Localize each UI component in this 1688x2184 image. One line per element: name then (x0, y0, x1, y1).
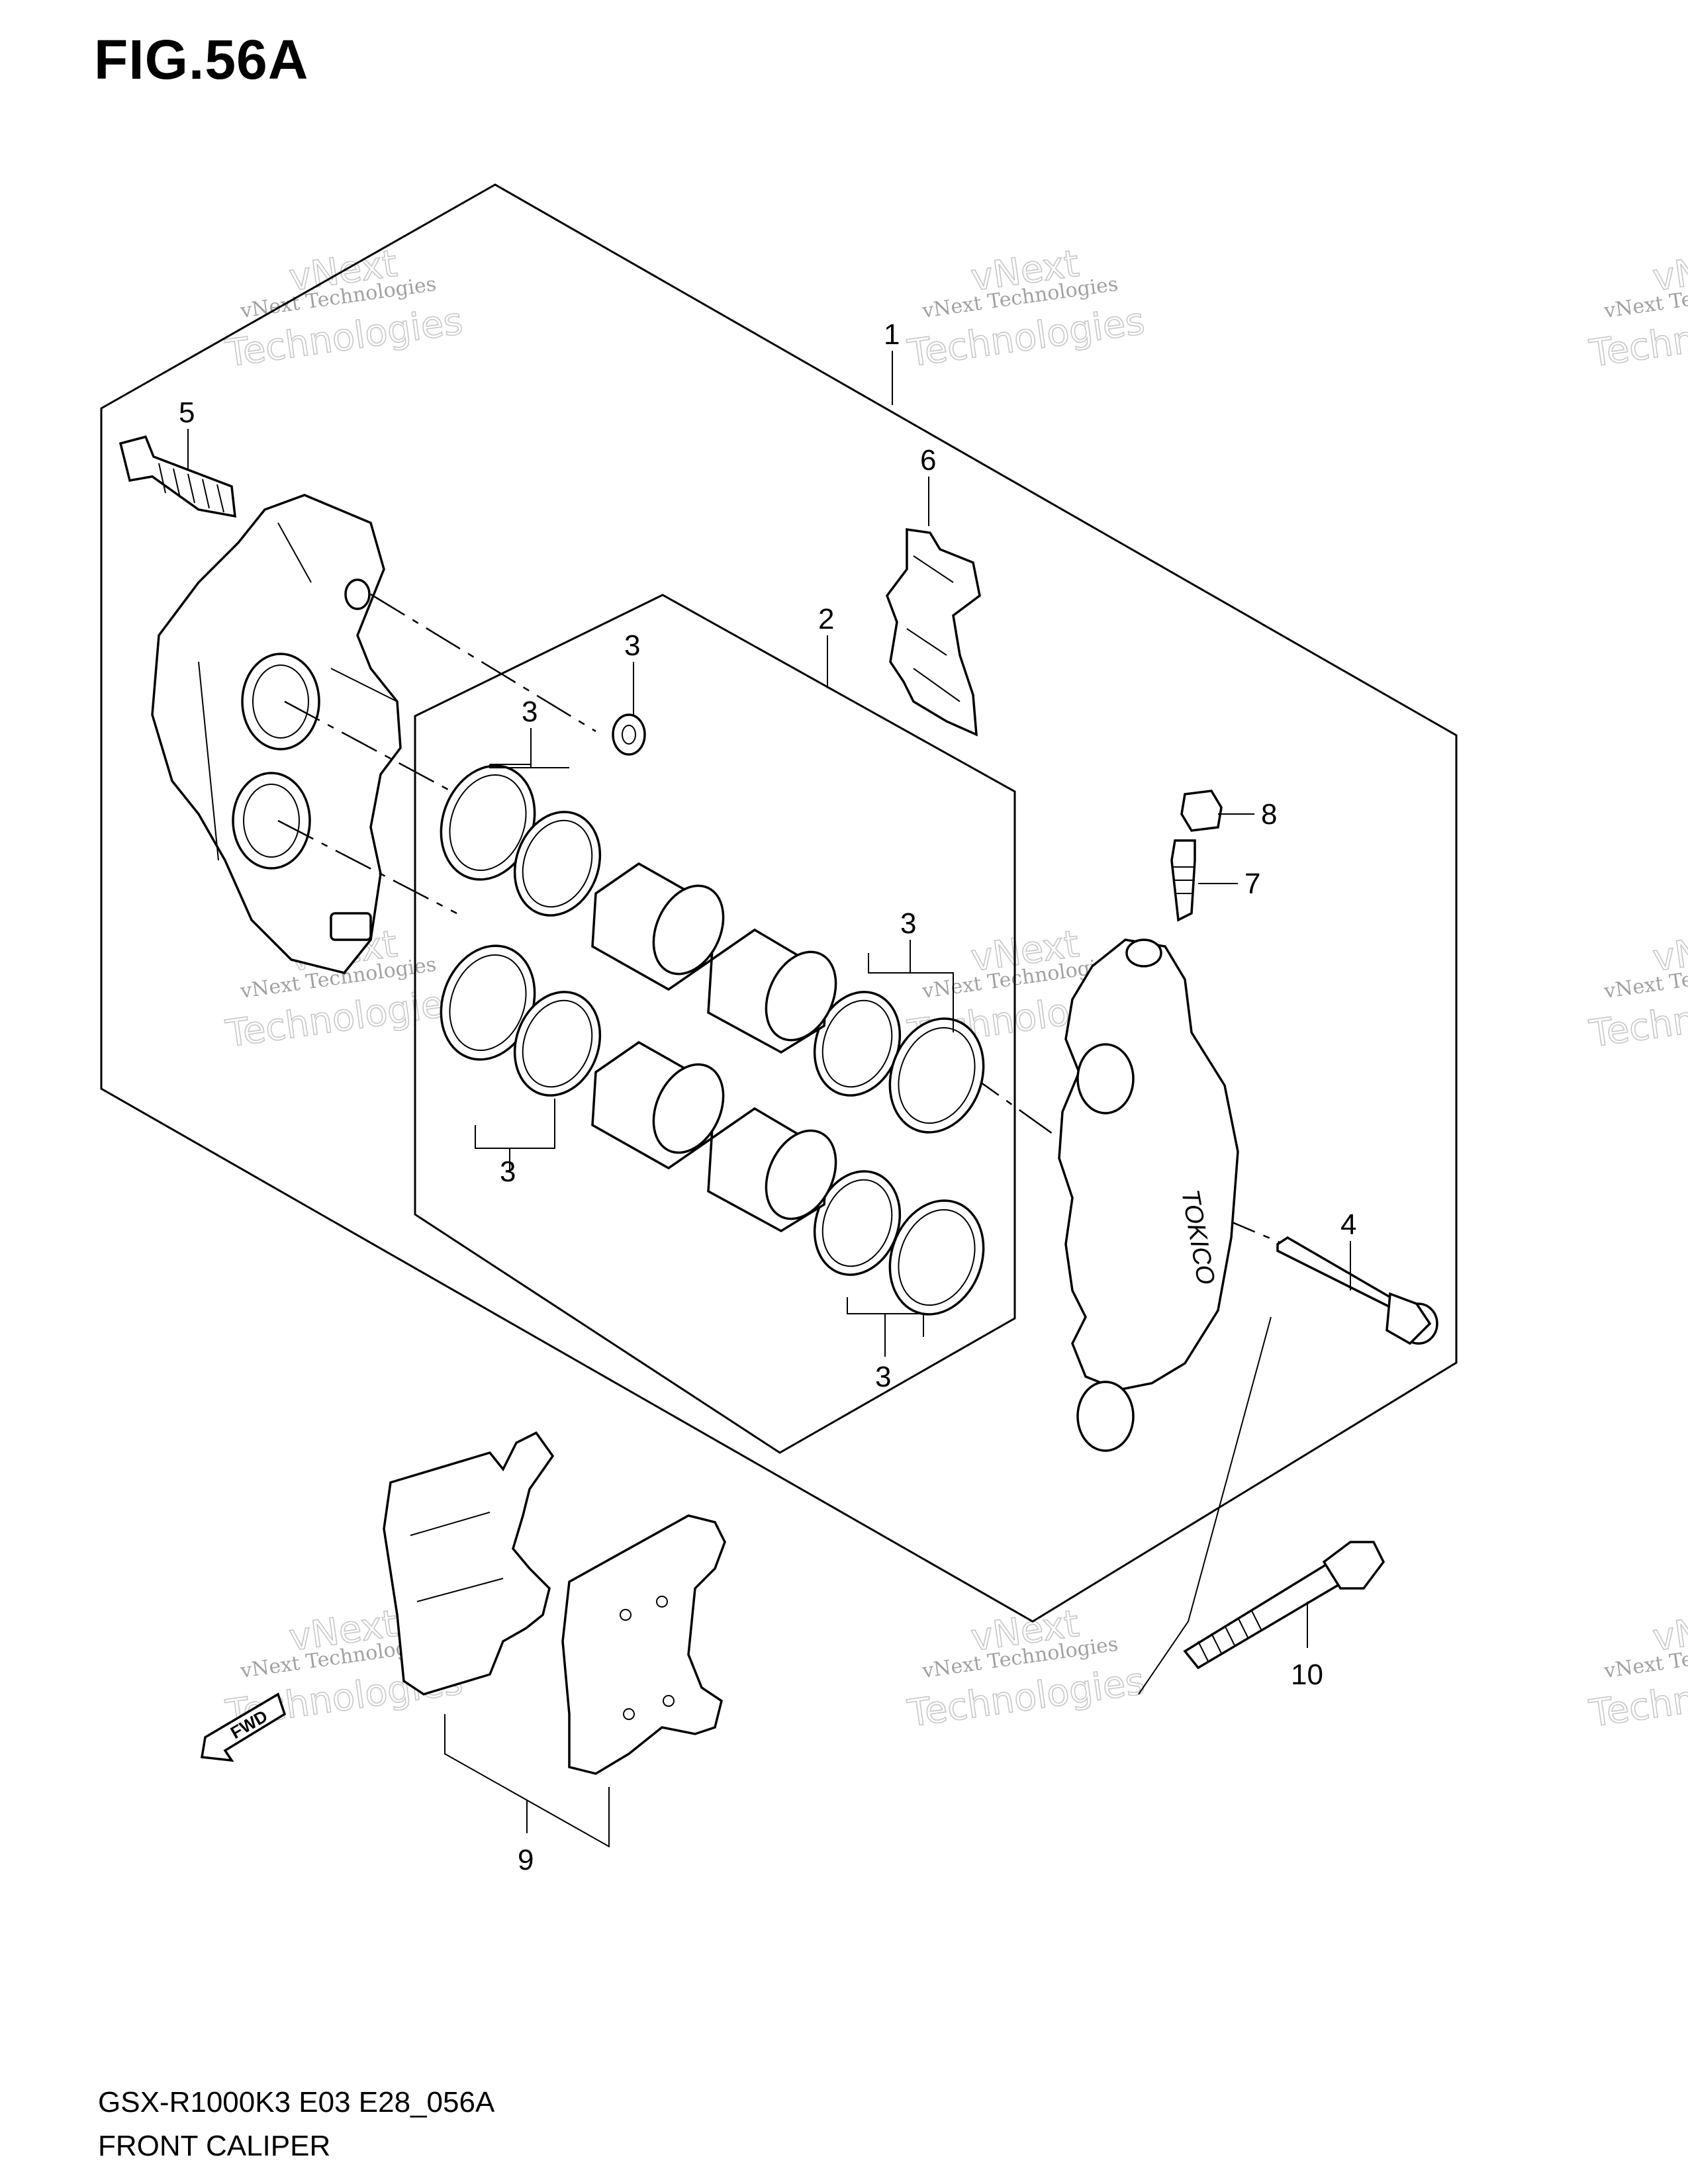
callout-3-lower-left: 3 (500, 1156, 516, 1188)
forward-arrow-icon: FWD (200, 1692, 287, 1762)
callout-1: 1 (884, 318, 900, 351)
bolt-5 (118, 435, 236, 518)
callout-labels: 1 2 3 3 3 3 3 4 5 6 7 8 9 10 (179, 318, 1356, 1876)
callout-3-upper-left: 3 (522, 696, 538, 728)
watermark-tl: vNext vNext Technologies Technologies (222, 242, 466, 376)
pad-spring-6 (886, 527, 981, 737)
piston-group (591, 862, 837, 1233)
model-code-label: GSX-R1000K3 E03 E28_056A (98, 2086, 495, 2118)
callout-4: 4 (1340, 1208, 1356, 1241)
callout-7: 7 (1244, 868, 1260, 900)
callout-6: 6 (920, 444, 936, 477)
figure-title: FIG.56A (94, 28, 309, 91)
mounting-bolt-10 (1183, 1541, 1385, 1670)
callout-5: 5 (179, 396, 195, 429)
section-name-label: FRONT CALIPER (98, 2130, 331, 2162)
brake-pad-set-9 (383, 1431, 726, 1775)
watermark-tr: vNext vNext Technologies Technologies (1586, 242, 1688, 376)
watermark-tc: vNext vNext Technologies Technologies (904, 242, 1148, 376)
center-line-low (277, 819, 457, 915)
callout-2: 2 (818, 603, 834, 635)
bleeder-cap-8 (1180, 790, 1223, 832)
piston-set-outline (414, 594, 1016, 1454)
seal-ring-group (440, 764, 985, 1316)
leader-lines (187, 351, 1351, 1848)
pad-pin-4 (1276, 1236, 1438, 1345)
bleeder-screw-7 (1170, 839, 1196, 922)
watermark-br: vNext vNext Technologies Technologies (1586, 1602, 1688, 1736)
callout-3-lower-right: 3 (875, 1361, 891, 1393)
center-line-mid (284, 700, 457, 796)
callout-10: 10 (1291, 1659, 1323, 1691)
left-caliper-half (151, 494, 402, 974)
caliper-assembly-outline (100, 183, 1458, 1623)
callout-3-upper-right: 3 (900, 907, 916, 940)
right-caliper-half: TOKICO (1058, 938, 1239, 1452)
washer-3 (612, 713, 646, 756)
callout-9: 9 (518, 1844, 534, 1876)
callout-8: 8 (1261, 798, 1277, 831)
watermark-mr: vNext vNext Technologies Technologies (1586, 922, 1688, 1056)
callout-3-washer: 3 (624, 629, 640, 662)
center-line-upper (370, 593, 596, 733)
